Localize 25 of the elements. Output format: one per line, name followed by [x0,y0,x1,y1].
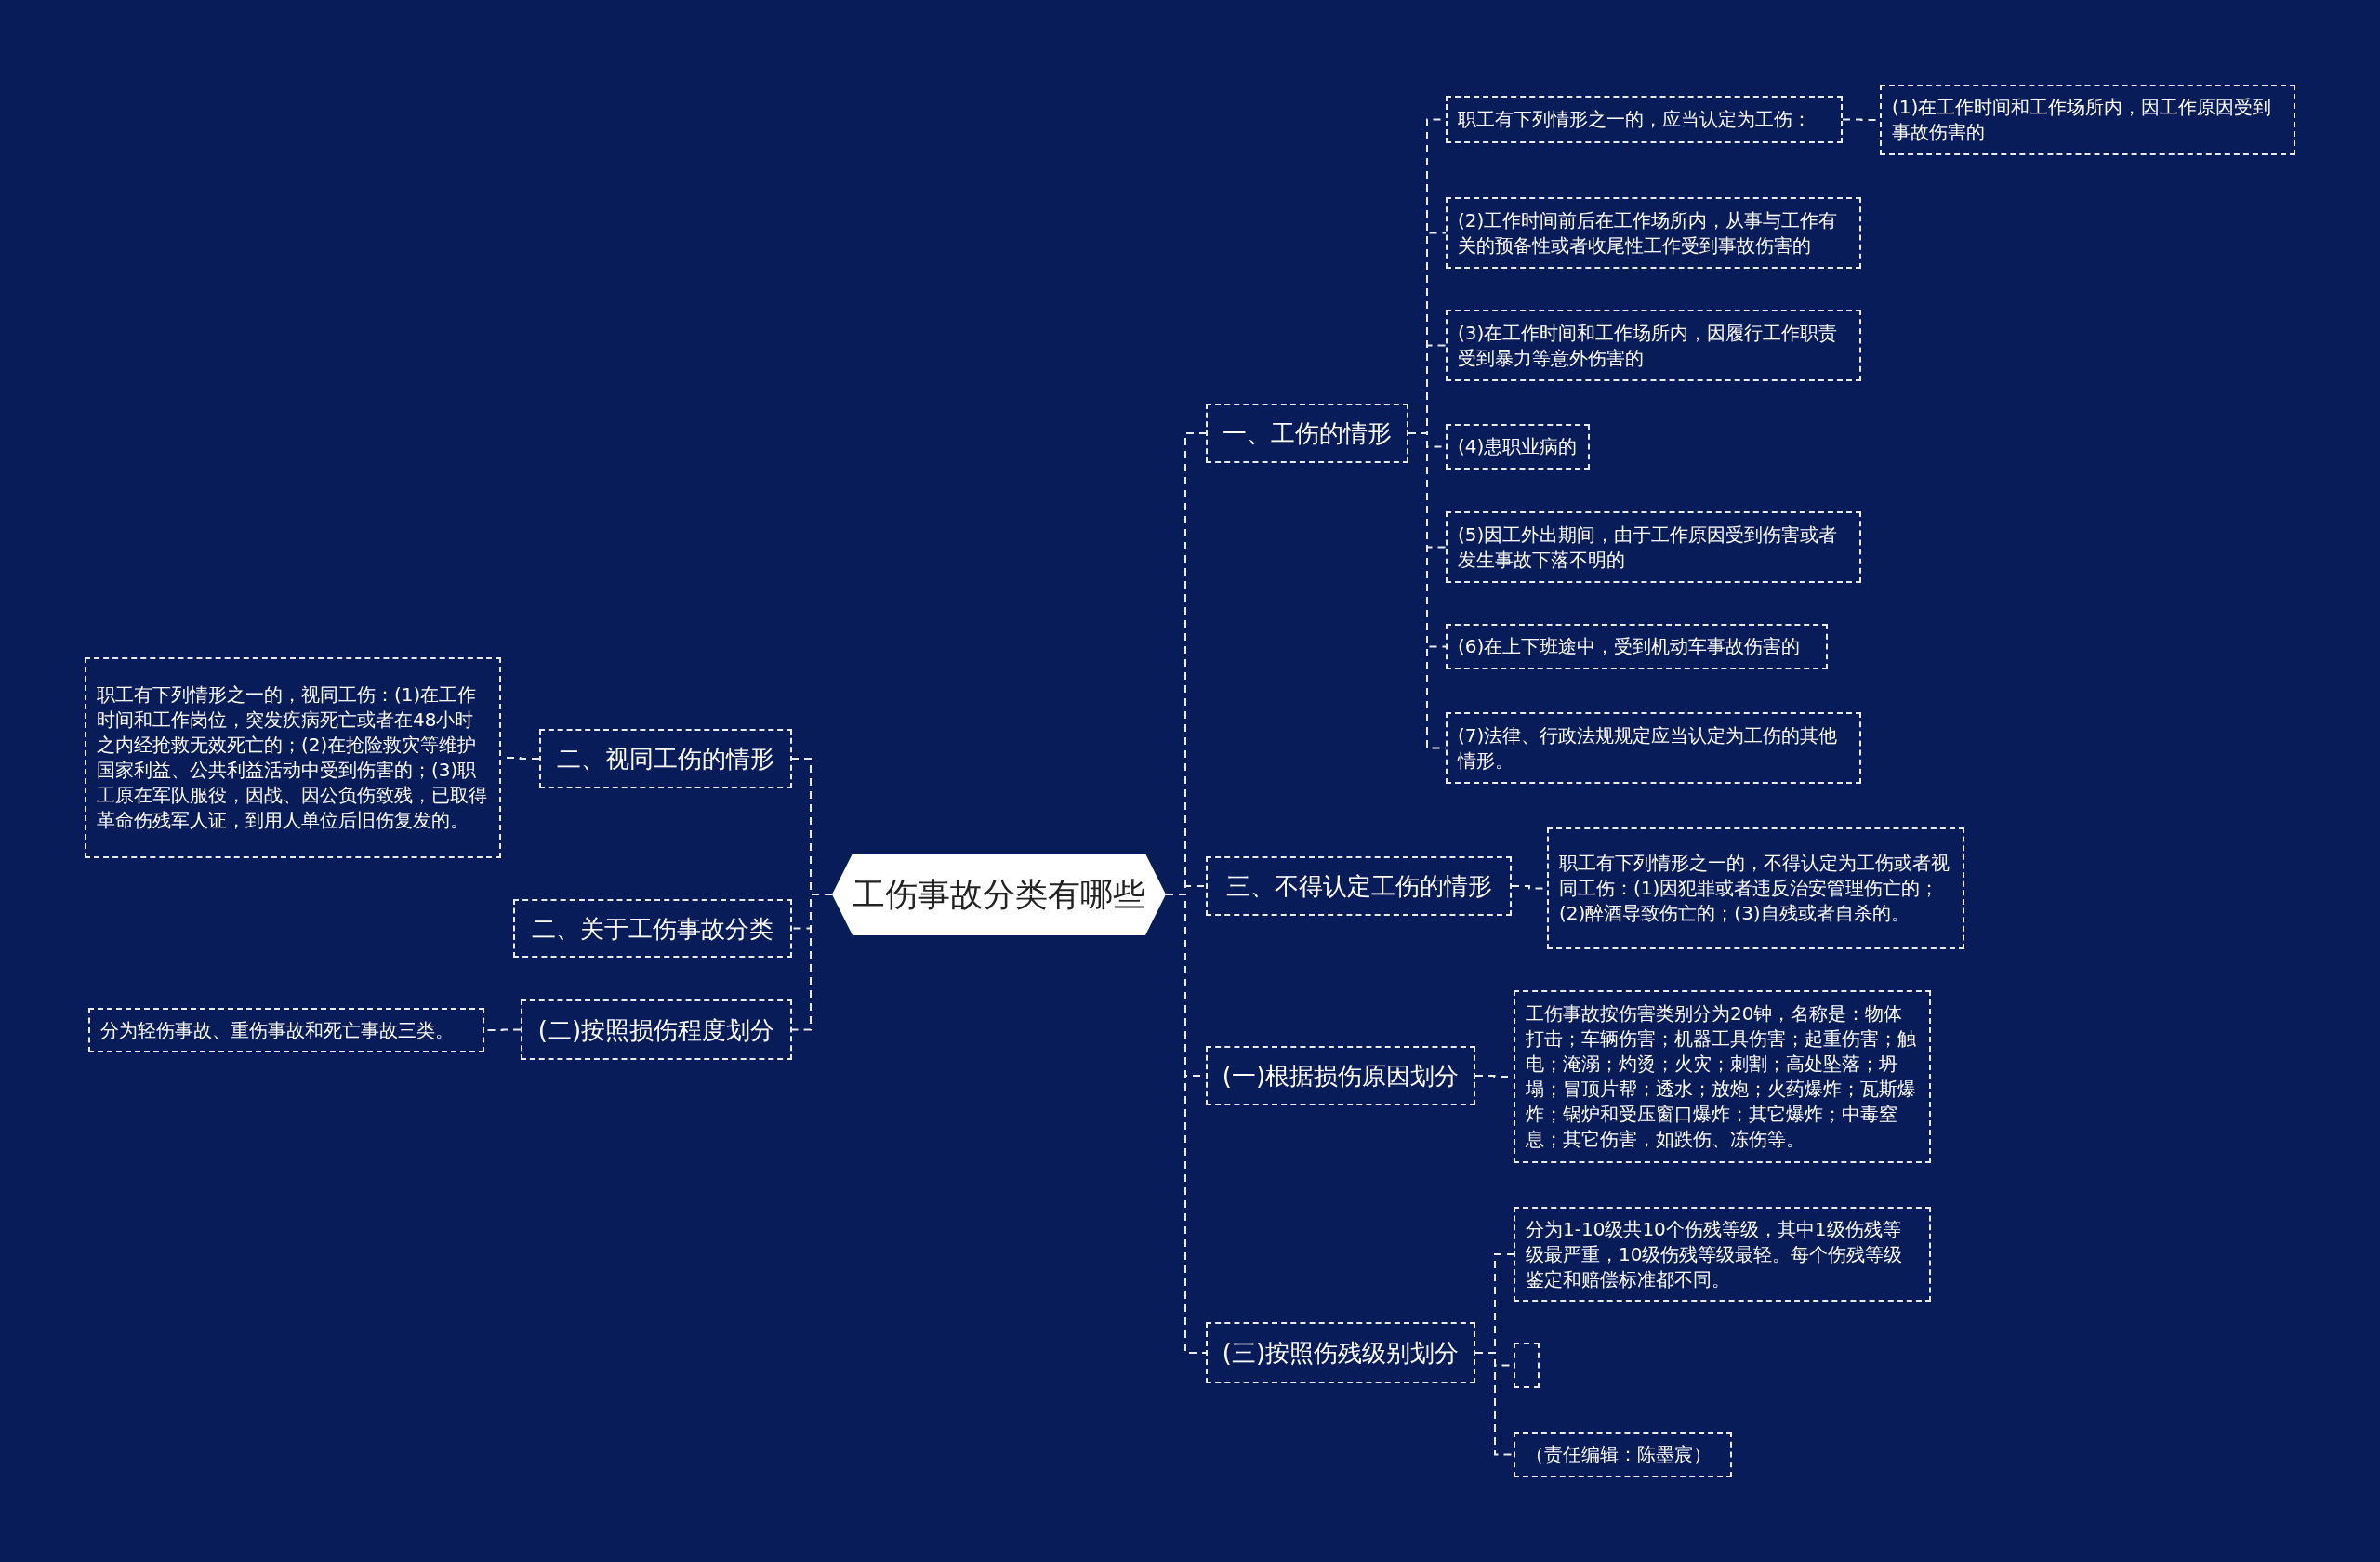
topic-box: 二、视同工伤的情形 [539,729,792,788]
note-box: (7)法律、行政法规规定应当认定为工伤的其他情形。 [1446,712,1861,784]
connector-line [1474,1352,1514,1456]
note-box: (4)患职业病的 [1446,424,1590,470]
note-box: (3)在工作时间和工作场所内，因履行工作职责受到暴力等意外伤害的 [1446,310,1861,381]
note-box: (6)在上下班途中，受到机动车事故伤害的 [1446,624,1828,669]
topic-box: (一)根据损伤原因划分 [1206,1046,1475,1105]
topic-box: (三)按照伤残级别划分 [1206,1322,1475,1383]
note-box: 职工有下列情形之一的，视同工伤：(1)在工作时间和工作岗位，突发疾病死亡或者在48小时之内经抢救无效死亡的；(2)在抢险救灾等维护国家利益、公共利益活动中受到伤害的；(3)职工原在军队服役，因战、因公负伤致残，已取得革命伤残军人证，到用人单位后旧伤复发的。 [85,657,501,858]
note-box: (5)因工外出期间，由于工作原因受到伤害或者发生事故下落不明的 [1446,511,1861,583]
note-box: (1)在工作时间和工作场所内，因工作原因受到事故伤害的 [1880,85,2295,155]
note-box: 工伤事故按伤害类别分为20钟，名称是：物体打击；车辆伤害；机器工具伤害；起重伤害；触电；淹溺；灼烫；火灾；刺割；高处坠落；坍塌；冒顶片帮；透水；放炮；火药爆炸；瓦斯爆炸；锅炉和受压窗口爆炸；其它爆炸；中毒窒息；其它伤害，如跌伤、冻伤等。 [1514,990,1931,1163]
root-topic: 工伤事故分类有哪些 [832,854,1166,935]
note-box: （责任编辑：陈墨宸） [1514,1432,1732,1477]
note-box: 分为轻伤事故、重伤事故和死亡事故三类。 [88,1008,484,1052]
note-box: 职工有下列情形之一的，不得认定为工伤或者视同工伤：(1)因犯罪或者违反治安管理伤亡的；(2)醉酒导致伤亡的；(3)自残或者自杀的。 [1547,827,1964,949]
topic-box: 三、不得认定工伤的情形 [1206,856,1512,916]
empty-box [1514,1343,1540,1388]
note-box: (2)工作时间前后在工作场所内，从事与工作有关的预备性或者收尾性工作受到事故伤害的 [1446,197,1861,269]
topic-box: 二、关于工伤事故分类 [513,899,792,958]
topic-box: (二)按照损伤程度划分 [521,999,792,1060]
topic-box: 一、工伤的情形 [1206,404,1408,463]
note-box: 分为1-10级共10个伤残等级，其中1级伤残等级最严重，10级伤残等级最轻。每个伤残等级鉴定和赔偿标准都不同。 [1514,1207,1931,1302]
note-box: 职工有下列情形之一的，应当认定为工伤： [1446,96,1843,143]
connector-line [791,894,833,1031]
